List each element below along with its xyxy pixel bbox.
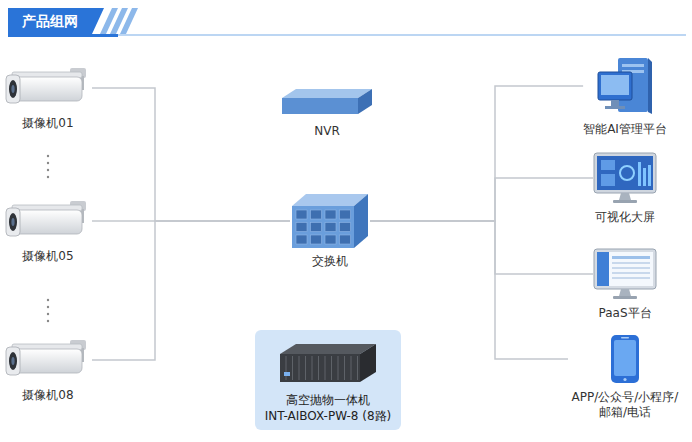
mobile-channels-icon xyxy=(568,334,682,384)
network-link xyxy=(92,88,290,221)
node-label: 高空抛物一体机 xyxy=(265,392,392,408)
camera: 摄像机01 xyxy=(4,66,92,131)
node-label: 交换机 xyxy=(290,254,370,269)
network-link xyxy=(370,178,593,221)
camera: 摄像机05 xyxy=(4,199,92,264)
ellipsis-dots xyxy=(47,155,49,322)
node-label: 摄像机05 xyxy=(4,249,92,264)
paas-platform: PaaS平台 xyxy=(593,248,657,321)
mobile-channels: APP/公众号/小程序/ 邮箱/电话 xyxy=(568,334,682,420)
camera-icon xyxy=(4,199,92,243)
ai-platform: 智能AI管理平台 xyxy=(583,56,667,137)
camera: 摄像机08 xyxy=(4,338,92,403)
node-label: NVR xyxy=(282,124,372,139)
node-label: 智能AI管理平台 xyxy=(583,122,667,137)
header-stripes xyxy=(100,8,138,34)
visual-screen-icon xyxy=(593,152,657,204)
camera-icon xyxy=(4,338,92,382)
node-label: 摄像机08 xyxy=(4,388,92,403)
section-title: 产品组网 xyxy=(8,8,104,34)
camera-icon xyxy=(4,66,92,110)
paas-platform-icon xyxy=(593,248,657,300)
switch-icon xyxy=(290,192,370,250)
visual-screen: 可视化大屏 xyxy=(593,152,657,225)
nvr: NVR xyxy=(282,88,372,139)
node-label: 可视化大屏 xyxy=(593,210,657,225)
aibox-panel-icon xyxy=(265,340,392,386)
header-rule-accent xyxy=(8,34,118,37)
network-link xyxy=(370,221,593,274)
node-label: APP/公众号/小程序/ 邮箱/电话 xyxy=(568,390,682,420)
node-label: 摄像机01 xyxy=(4,116,92,131)
network-link xyxy=(370,86,583,221)
nvr-icon xyxy=(282,88,372,116)
aibox-panel: 高空抛物一体机INT-AIBOX-PW-8 (8路) xyxy=(255,330,402,430)
ai-platform-icon xyxy=(583,56,667,116)
node-label: PaaS平台 xyxy=(593,306,657,321)
node-label: INT-AIBOX-PW-8 (8路) xyxy=(265,408,392,424)
switch: 交换机 xyxy=(290,192,370,269)
header-rule xyxy=(8,34,686,36)
